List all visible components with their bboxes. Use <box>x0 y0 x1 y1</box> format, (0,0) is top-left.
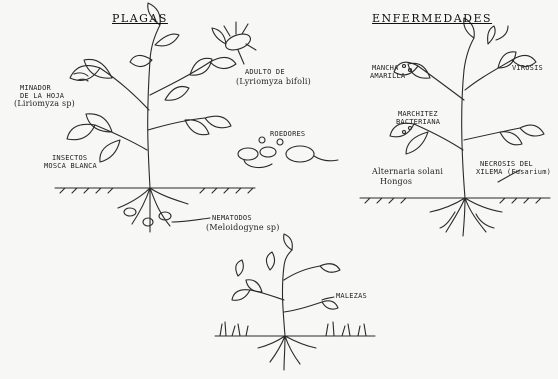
leaf <box>165 87 189 101</box>
insectos-label: INSECTOS <box>52 154 87 162</box>
branch-right-low <box>148 118 205 130</box>
branch <box>418 66 464 100</box>
nematodos-species: (Meloidogyne sp) <box>206 224 280 232</box>
leaf <box>185 120 209 135</box>
branch-left-high <box>100 68 149 110</box>
leaf <box>232 290 250 301</box>
main-stem <box>282 250 292 336</box>
leaf <box>500 132 522 145</box>
necrosis-label: NECROSIS DEL <box>480 160 533 168</box>
marchitez-label: MARCHITEZ <box>398 110 438 118</box>
leaf <box>205 116 231 128</box>
necrosis-label-2: XILEMA (Fusarium) <box>476 168 551 176</box>
malezas-label: MALEZAS <box>336 292 367 300</box>
roots <box>430 198 502 236</box>
leader-line <box>172 218 210 222</box>
enfermedades-title: ENFERMEDADES <box>372 12 492 25</box>
mancha-label-2: AMARILLA <box>370 72 405 80</box>
main-stem <box>462 38 474 198</box>
adulto-label: ADULTO DE <box>245 68 285 76</box>
leader-line <box>322 297 334 300</box>
leaf <box>67 124 95 139</box>
branch <box>414 124 463 150</box>
branch <box>465 60 512 90</box>
leaf <box>155 34 179 46</box>
alternaria-label-2: Hongos <box>380 178 412 186</box>
branch <box>464 128 520 140</box>
branch-right-high <box>150 62 210 95</box>
leaf <box>322 301 338 309</box>
leaf <box>86 114 112 132</box>
roedores-label: ROEDORES <box>270 130 305 138</box>
enfermedades-plant <box>360 18 550 236</box>
plagas-title: PLAGAS <box>112 12 168 25</box>
insectos-label-2: MOSCA BLANCA <box>44 162 97 170</box>
leaf <box>520 125 544 136</box>
plagas-plant <box>55 3 338 232</box>
rodent-icon <box>238 137 338 167</box>
malezas-plant <box>215 234 375 370</box>
root-gall <box>124 208 136 216</box>
fly-icon <box>212 22 256 64</box>
alternaria-label: Alternaria solani <box>372 168 443 176</box>
roots <box>258 336 316 370</box>
mancha-label: MANCHA <box>372 64 399 72</box>
wilted-leaf <box>488 26 508 44</box>
leaf <box>320 264 340 273</box>
ground-hatch <box>365 198 541 203</box>
leaf <box>130 55 152 66</box>
weeds <box>220 322 366 336</box>
branch-left-low <box>95 125 147 150</box>
minador-label: MINADOR <box>20 84 51 92</box>
adulto-species: (Lyriomyza bifoli) <box>236 78 311 86</box>
main-stem <box>148 25 160 188</box>
leaf <box>406 132 428 154</box>
root-gall <box>143 218 153 226</box>
leaf <box>100 140 120 162</box>
leaf <box>84 59 112 78</box>
roots <box>118 188 188 232</box>
leaf <box>70 66 100 81</box>
leaf <box>284 234 293 250</box>
virosis-label: VIROSIS <box>512 64 543 72</box>
nematodos-label: NEMATODOS <box>212 214 252 222</box>
leaf <box>266 252 274 270</box>
minador-species: (Liriomyza sp) <box>14 100 75 108</box>
leaf <box>236 260 244 276</box>
marchitez-label-2: BACTERIANA <box>396 118 440 126</box>
leaf <box>210 57 236 68</box>
